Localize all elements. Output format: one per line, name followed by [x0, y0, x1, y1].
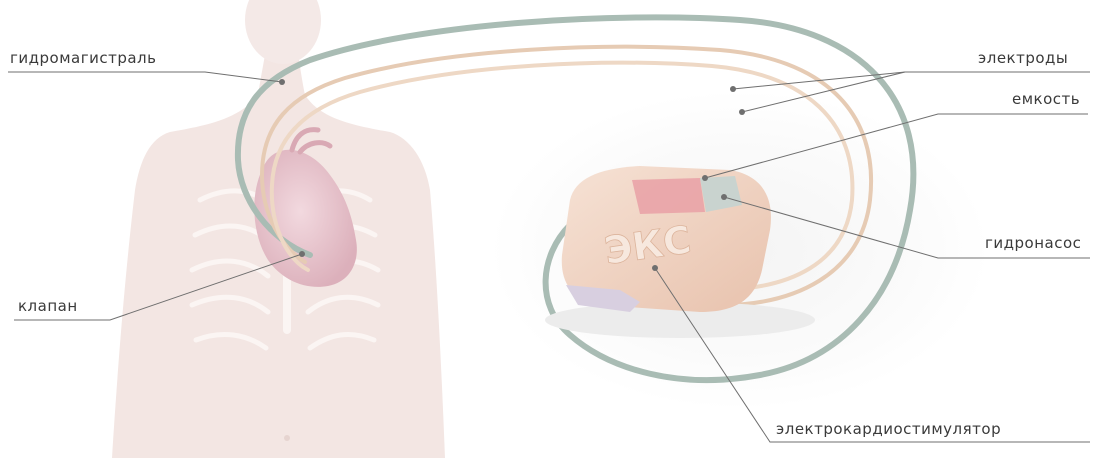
capacity-chamber [632, 178, 705, 214]
head [245, 0, 321, 64]
leader-hydro-line [8, 72, 282, 82]
navel [284, 435, 290, 441]
label-valve: клапан [18, 297, 78, 315]
label-capacity: емкость [1012, 90, 1080, 108]
label-hydro-pump: гидронасос [985, 234, 1081, 252]
label-pacemaker: электрокардиостимулятор [776, 420, 1001, 438]
label-hydro-line: гидромагистраль [10, 49, 156, 67]
label-electrodes: электроды [978, 49, 1068, 67]
